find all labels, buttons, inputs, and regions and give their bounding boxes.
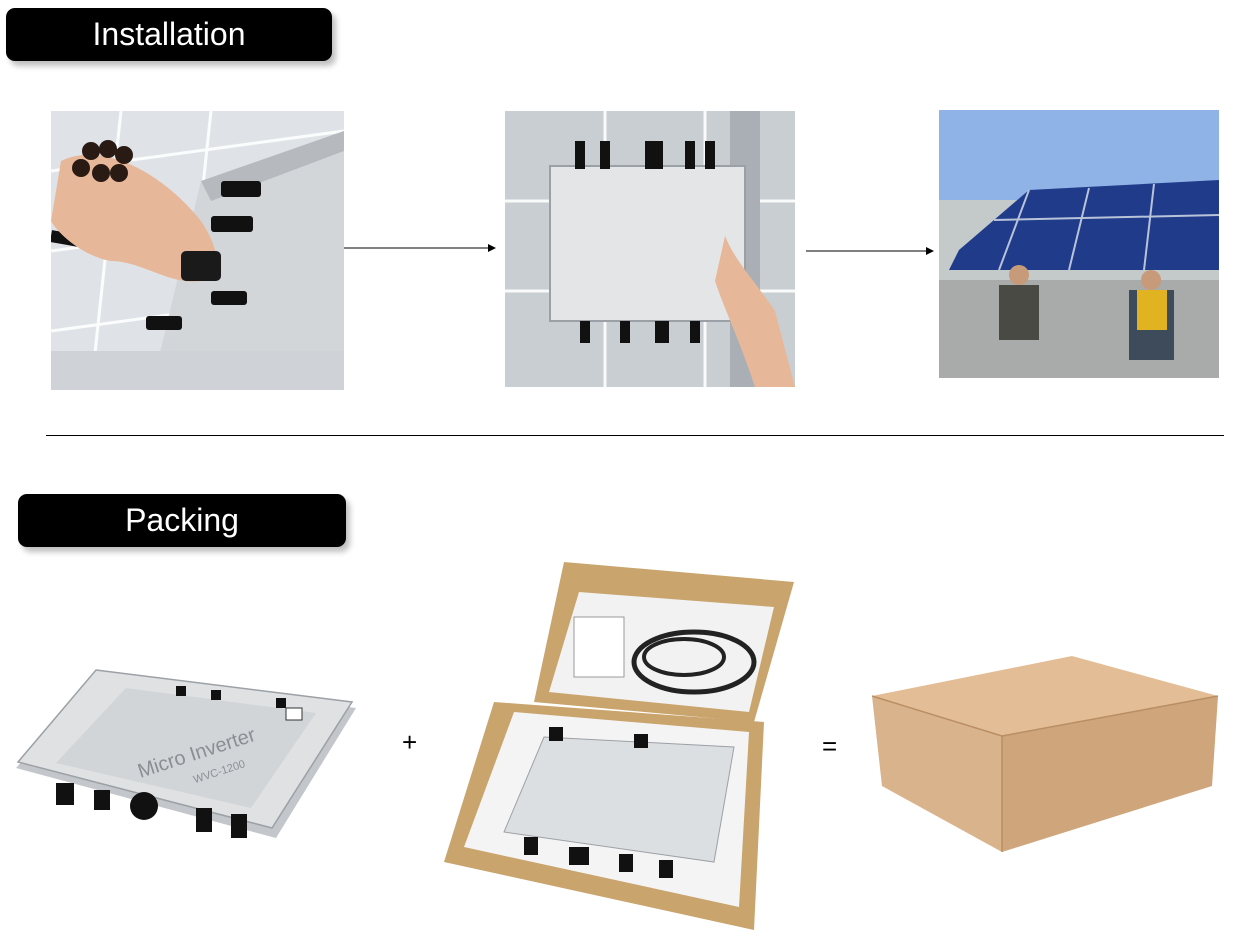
arrow-right-icon — [344, 244, 496, 252]
section-divider — [46, 435, 1224, 436]
install-step-1-photo — [51, 111, 344, 390]
packing-heading: Packing — [18, 494, 346, 547]
installation-heading: Installation — [6, 8, 332, 61]
plus-sign: + — [402, 727, 418, 757]
equals-sign: = — [822, 731, 838, 761]
micro-inverter-photo: Micro Inverter WVC-1200 — [16, 668, 372, 848]
install-step-2-photo — [505, 111, 795, 387]
open-box-photo — [444, 562, 798, 930]
arrow-right-icon — [806, 247, 934, 255]
install-step-3-photo — [939, 110, 1219, 378]
closed-carton-photo — [872, 656, 1218, 852]
